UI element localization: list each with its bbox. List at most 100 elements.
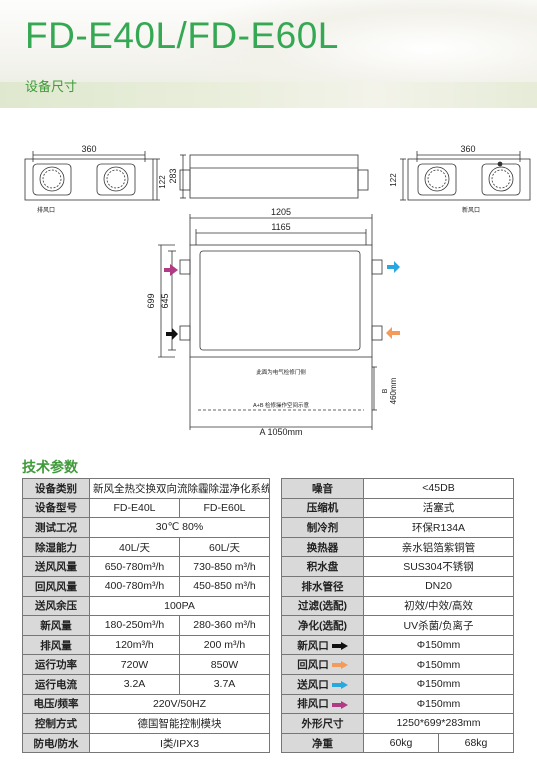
table-row: 净化(选配) UV杀菌/负离子 [281, 615, 514, 636]
banner-grass-image [0, 82, 537, 108]
row-label-text: 设备类别 [35, 482, 77, 495]
table-row: 制冷剂环保R134A [281, 517, 514, 538]
section-title-dimensions: 设备尺寸 [25, 79, 78, 94]
row-label: 排风口 [281, 693, 364, 715]
row-label: 净重 [281, 732, 364, 754]
row-label-text: 送风风量 [35, 561, 77, 574]
row-label-text: 除湿能力 [35, 541, 77, 554]
arrow-blue-icon [387, 261, 400, 273]
row-label: 排水管径 [281, 575, 364, 597]
row-label: 运行功率 [22, 654, 90, 675]
row-label-text: 新风量 [40, 619, 72, 632]
row-label: 运行电流 [22, 673, 90, 695]
row-label-text: 测试工况 [35, 521, 77, 534]
table-row: 设备类别新风全热交换双向流除霾除湿净化系统 [22, 478, 270, 499]
table-row: 测试工况 30℃ 80% [22, 517, 270, 538]
arrow-orange-icon [331, 661, 348, 670]
top-plan-view [158, 214, 383, 430]
row-label: 送风风量 [22, 556, 90, 577]
dim-645: 645 [160, 293, 170, 308]
row-label: 设备类别 [22, 478, 90, 499]
row-value-e40l: 720W [89, 654, 180, 675]
arrow-orange-icon [386, 327, 400, 339]
arrow-black-icon [166, 328, 178, 340]
row-label-text: 制冷剂 [306, 521, 339, 534]
row-label-text: 净化(选配) [298, 619, 347, 632]
row-label-text: 积水盘 [306, 561, 339, 574]
row-label: 送风余压 [22, 595, 90, 617]
header-banner [0, 0, 537, 108]
row-value-e40l: 650-780m³/h [89, 556, 180, 577]
row-label: 回风风量 [22, 575, 90, 597]
arrow-purple-icon [331, 700, 348, 709]
row-value-e40l: 3.2A [89, 673, 180, 695]
row-label-text: 防电/防水 [33, 737, 79, 750]
dimension-drawing: 360 122 排风口 283 [0, 110, 537, 450]
row-value-e60l: 200 m³/h [179, 634, 270, 656]
dim-699: 699 [146, 293, 156, 308]
row-label-text: 排风量 [40, 639, 72, 652]
arrow-black-icon [331, 641, 348, 650]
row-value: 30℃ 80% [89, 517, 270, 538]
row-value: 220V/50HZ [89, 693, 270, 715]
row-label: 噪音 [281, 478, 364, 499]
row-value: 初效/中效/高效 [363, 595, 514, 617]
row-label-text: 控制方式 [35, 717, 77, 730]
table-row: 新风口 Φ150mm [281, 634, 514, 656]
row-value: UV杀菌/负离子 [363, 615, 514, 636]
row-label: 排风量 [22, 634, 90, 656]
row-value: 100PA [89, 595, 270, 617]
row-value: I类/IPX3 [89, 732, 270, 754]
row-label: 回风口 [281, 654, 364, 675]
row-label-text: 回风风量 [35, 580, 77, 593]
row-label: 换热器 [281, 536, 364, 558]
arrow-purple-icon [164, 264, 178, 276]
row-label: 外形尺寸 [281, 713, 364, 734]
row-label-text: 排水管径 [301, 580, 344, 593]
row-label-text: 送风口 [297, 678, 329, 691]
service-space-note: A+B 检修操作空间示意 [253, 401, 310, 409]
row-value-e60l: 68kg [438, 732, 514, 754]
row-value-e40l: 40L/天 [89, 536, 180, 558]
row-label: 压缩机 [281, 497, 364, 519]
left-view-caption: 排风口 [37, 206, 55, 214]
dim-a-1050: A 1050mm [259, 427, 302, 437]
section-title-specs: 技术参数 [22, 459, 78, 475]
left-end-view [24, 151, 160, 201]
row-value-e60l: 60L/天 [179, 536, 270, 558]
row-value-e60l: 450-850 m³/h [179, 575, 270, 597]
row-value: Φ150mm [363, 634, 514, 656]
row-value: 1250*699*283mm [363, 713, 514, 734]
row-value-e60l: 850W [179, 654, 270, 675]
row-label-text: 过滤(选配) [298, 600, 347, 613]
row-value-e40l: 60kg [363, 732, 439, 754]
row-label-text: 新风口 [297, 639, 329, 652]
arrow-blue-icon [331, 680, 348, 689]
row-value: Φ150mm [363, 693, 514, 715]
row-label: 积水盘 [281, 556, 364, 577]
row-value-e40l: FD-E40L [89, 497, 180, 519]
right-view-caption: 新风口 [462, 206, 480, 214]
row-label-text: 运行功率 [35, 659, 77, 672]
row-label: 过滤(选配) [281, 595, 364, 617]
row-label-text: 噪音 [312, 482, 333, 495]
row-label: 新风口 [281, 634, 364, 656]
row-label-text: 净重 [312, 737, 333, 750]
row-label: 防电/防水 [22, 732, 90, 754]
row-label: 电压/频率 [22, 693, 90, 715]
row-value: 德国智能控制模块 [89, 713, 270, 734]
row-value-e60l: 280-360 m³/h [179, 615, 270, 636]
row-value-e60l: 730-850 m³/h [179, 556, 270, 577]
row-value-e40l: 180-250m³/h [89, 615, 180, 636]
